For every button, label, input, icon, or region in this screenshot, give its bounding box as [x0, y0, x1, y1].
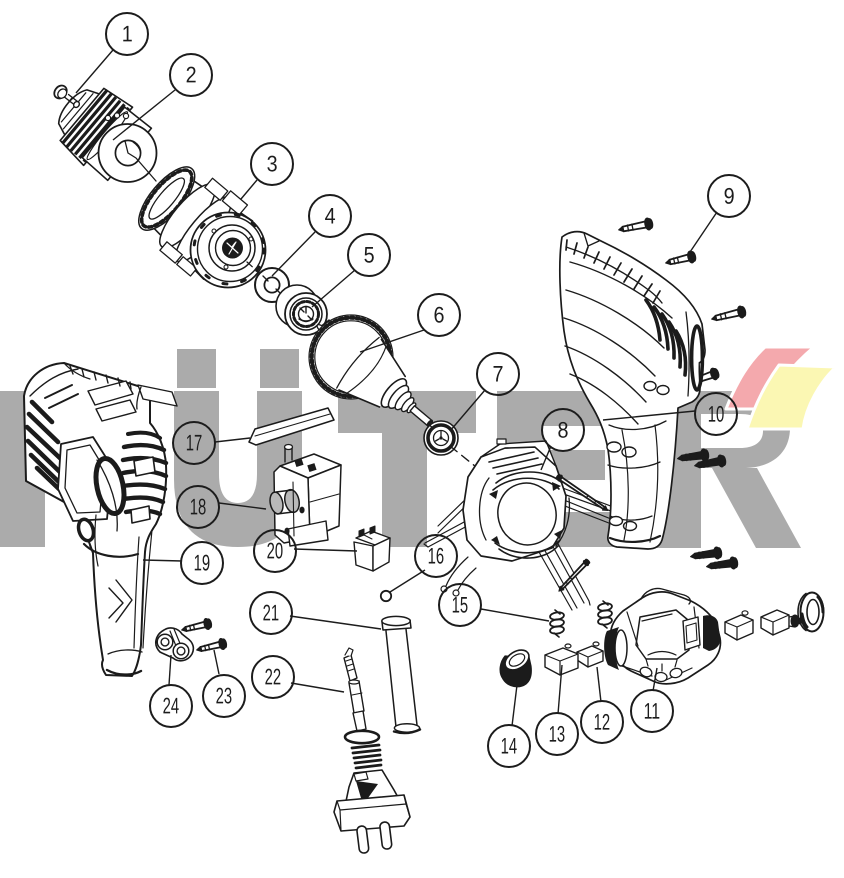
svg-text:18: 18 [190, 494, 207, 519]
svg-text:10: 10 [708, 402, 725, 427]
svg-text:5: 5 [364, 242, 375, 267]
svg-text:12: 12 [594, 710, 611, 735]
svg-text:16: 16 [428, 544, 445, 569]
svg-text:15: 15 [452, 593, 469, 618]
svg-text:14: 14 [501, 734, 518, 759]
svg-text:8: 8 [557, 418, 568, 443]
svg-text:20: 20 [267, 538, 284, 563]
svg-text:17: 17 [186, 430, 203, 455]
svg-text:13: 13 [549, 722, 566, 747]
svg-text:4: 4 [325, 203, 336, 228]
svg-text:9: 9 [724, 184, 735, 209]
svg-text:1: 1 [122, 21, 133, 46]
svg-text:24: 24 [163, 693, 180, 718]
svg-text:6: 6 [434, 303, 445, 328]
svg-text:21: 21 [263, 600, 280, 625]
svg-text:23: 23 [216, 683, 233, 708]
svg-text:19: 19 [194, 550, 211, 575]
svg-text:11: 11 [644, 699, 661, 724]
svg-text:22: 22 [265, 664, 282, 689]
svg-text:7: 7 [493, 362, 504, 387]
svg-text:3: 3 [267, 151, 278, 176]
svg-text:2: 2 [186, 62, 197, 87]
